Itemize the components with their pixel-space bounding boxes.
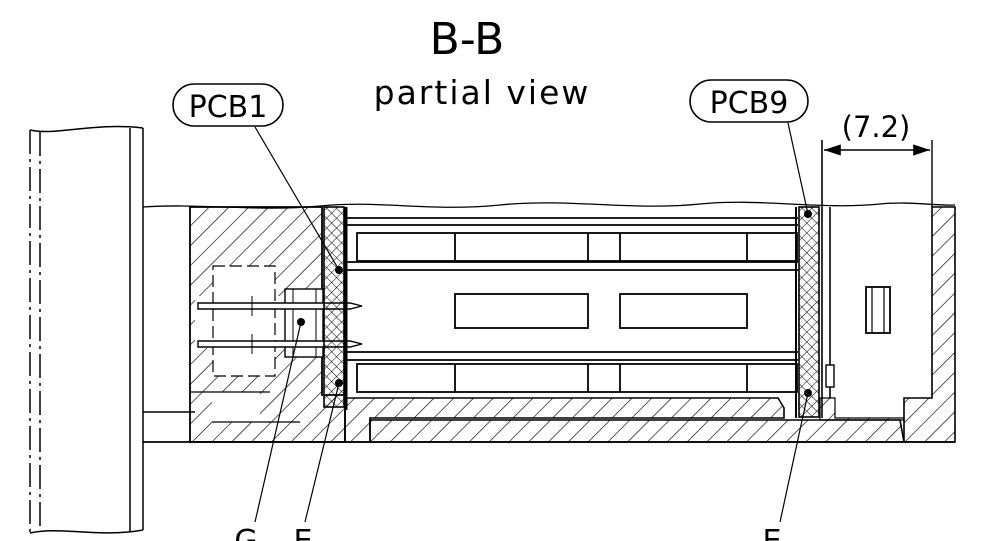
e-left-leader-line — [304, 382, 340, 523]
section-title: B-B — [430, 14, 505, 65]
section-subtitle: partial view — [374, 73, 591, 112]
ref-letter-e-right: E — [763, 524, 782, 541]
g-leader-line — [254, 321, 302, 523]
ref-letter-e-left: E — [294, 524, 313, 541]
e-right-leader-line — [779, 392, 809, 523]
pcb9-board — [795, 206, 820, 418]
pcb1-callout-label: PCB1 — [189, 90, 268, 125]
pcb1-callout-bubble — [172, 83, 284, 127]
pcb1-leader-line — [254, 126, 340, 271]
pcb9-callout-bubble — [689, 79, 809, 123]
right-housing — [821, 140, 956, 443]
pcb1-board — [323, 206, 348, 410]
connector-g — [197, 288, 363, 358]
pcb9-leader-line — [787, 122, 809, 215]
dimension-7-2 — [824, 140, 933, 207]
left-frame-part — [29, 125, 195, 534]
dimension-label: (7.2) — [842, 110, 911, 144]
pcb9-callout-label: PCB9 — [710, 86, 789, 121]
ref-letter-g: G — [234, 524, 257, 541]
bottom-housing — [143, 397, 955, 443]
internal-assembly — [346, 217, 798, 393]
